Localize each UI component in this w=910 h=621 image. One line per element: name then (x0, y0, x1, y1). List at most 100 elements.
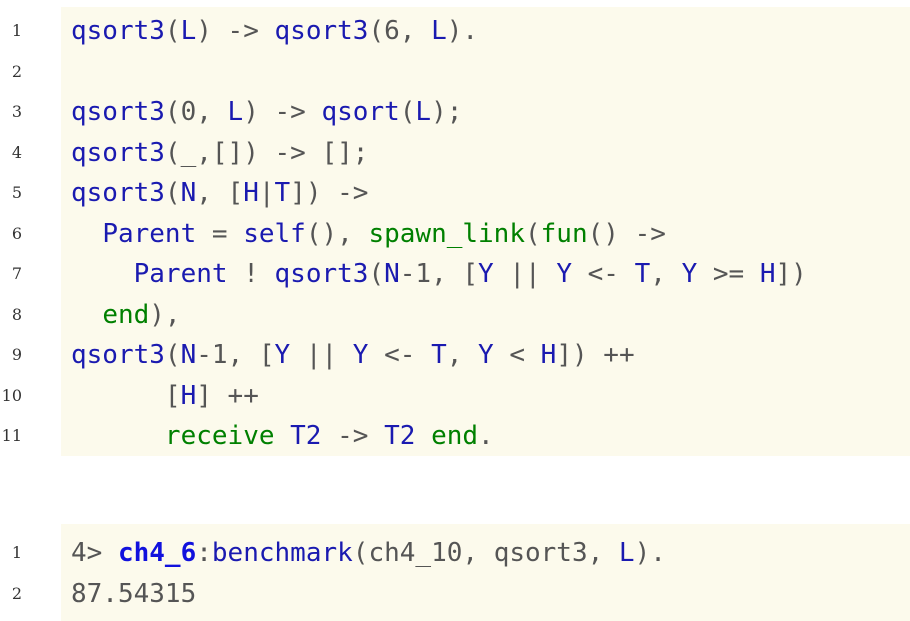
code-token (275, 421, 291, 451)
code-token: Y (478, 259, 494, 289)
code-token: ]) (775, 259, 807, 289)
code-token: benchmark (211, 538, 353, 568)
code-token: Y (681, 259, 698, 289)
code-token: H (759, 259, 776, 289)
code-token: end (102, 299, 150, 330)
code-token: 87.54315 (71, 578, 197, 609)
code-token: ). (446, 16, 479, 46)
code-token: () -> (587, 218, 666, 249)
code-token: ( (368, 16, 385, 46)
code-token: Y (352, 340, 369, 370)
code-token: ( (368, 259, 385, 289)
code-token: ), (149, 299, 181, 330)
line-number: 11 (1, 426, 22, 445)
code-token: T2 (290, 421, 322, 451)
code-token: [ (71, 380, 181, 411)
line-number: 3 (11, 102, 22, 121)
line-code: qsort3(_,[]) -> []; (71, 133, 368, 173)
code-token: H (180, 380, 197, 411)
code-token: (), (305, 218, 369, 249)
code-token: 0 (180, 97, 197, 127)
line-code: end), (71, 295, 181, 335)
code-token: - (196, 340, 212, 370)
code-token: ! (227, 259, 275, 289)
code-token: Parent (133, 259, 228, 289)
code-token: ( (164, 16, 181, 46)
code-token: ] ++ (196, 380, 259, 411)
code-token: H (540, 340, 557, 370)
code-token: , (650, 259, 682, 289)
code-token: ( (164, 178, 181, 208)
code-token: , (446, 340, 479, 370)
line-number: 2 (11, 583, 22, 603)
code-line: 10 [H] ++ (0, 376, 910, 416)
code-token: qsort3 (71, 178, 165, 208)
code-token (71, 421, 165, 451)
line-code: qsort3(N-1, [Y || Y <- T, Y < H]) ++ (71, 335, 635, 375)
line-code: 4> ch4_6:benchmark(ch4_10, qsort3, L). (71, 533, 666, 573)
code-token: , (196, 97, 228, 127)
code-token: >= (697, 259, 760, 289)
line-code: qsort3(L) -> qsort3(6, L). (71, 11, 478, 51)
code-token: , [ (227, 340, 275, 370)
code-token: , [ (196, 178, 244, 208)
code-token: -> (321, 421, 385, 451)
code-token: ) -> (196, 16, 275, 46)
code-token: N (384, 259, 400, 289)
code-token: <- (571, 259, 635, 289)
code-token: N (180, 178, 197, 208)
code-line: 6 Parent = self(), spawn_link(fun() -> (0, 214, 910, 254)
code-token: - (399, 259, 416, 289)
line-code: 87.54315 (71, 574, 196, 614)
code-token: T (274, 178, 291, 208)
code-token: qsort3 (274, 16, 369, 46)
code-token: N (180, 340, 197, 370)
code-token: self (243, 218, 306, 249)
code-background (61, 7, 910, 456)
code-token: qsort3 (71, 97, 165, 127)
code-line: 2 (0, 52, 910, 92)
code-token: ( (352, 538, 369, 568)
code-token: . (478, 421, 494, 451)
code-token: T (634, 259, 651, 289)
code-token: (_,[]) -> []; (164, 137, 369, 168)
code-token: Y (556, 259, 572, 289)
code-token: L (431, 16, 447, 46)
code-token: L (415, 97, 432, 127)
line-number: 5 (11, 183, 22, 202)
code-token (415, 421, 431, 451)
line-number: 1 (11, 543, 22, 562)
line-number: 4 (11, 142, 22, 162)
shell-listing: 1 4> ch4_6:benchmark(ch4_10, qsort3, L). 2… (0, 524, 910, 621)
line-code: receive T2 -> T2 end. (71, 416, 494, 456)
code-token: qsort3 (274, 259, 369, 289)
shell-background (61, 524, 910, 621)
code-token: spawn_link (368, 218, 525, 249)
line-number: 1 (11, 21, 22, 40)
code-token: end (431, 421, 479, 451)
code-token: , [ (431, 259, 479, 289)
code-token: T2 (384, 421, 416, 451)
line-code: Parent ! qsort3(N-1, [Y || Y <- T, Y >= … (71, 254, 807, 294)
line-number: 2 (11, 61, 22, 81)
code-token: ch4_6 (117, 538, 197, 568)
code-token (71, 259, 134, 289)
line-number: 9 (11, 345, 22, 364)
code-token: , (462, 538, 494, 568)
code-token: 6 (384, 16, 400, 46)
code-token: L (618, 538, 635, 568)
code-token: | (258, 178, 275, 208)
code-token: ( (164, 340, 181, 370)
code-token: Parent (102, 218, 197, 249)
code-token: <- (368, 340, 432, 370)
code-token: ) -> (243, 97, 322, 127)
code-token: ( (399, 97, 416, 127)
code-token: Y (478, 340, 494, 370)
code-token: qsort3 (71, 340, 165, 370)
code-token (71, 300, 102, 330)
line-code: [H] ++ (71, 376, 259, 416)
code-token: ); (431, 97, 463, 127)
line-number: 8 (11, 304, 22, 324)
